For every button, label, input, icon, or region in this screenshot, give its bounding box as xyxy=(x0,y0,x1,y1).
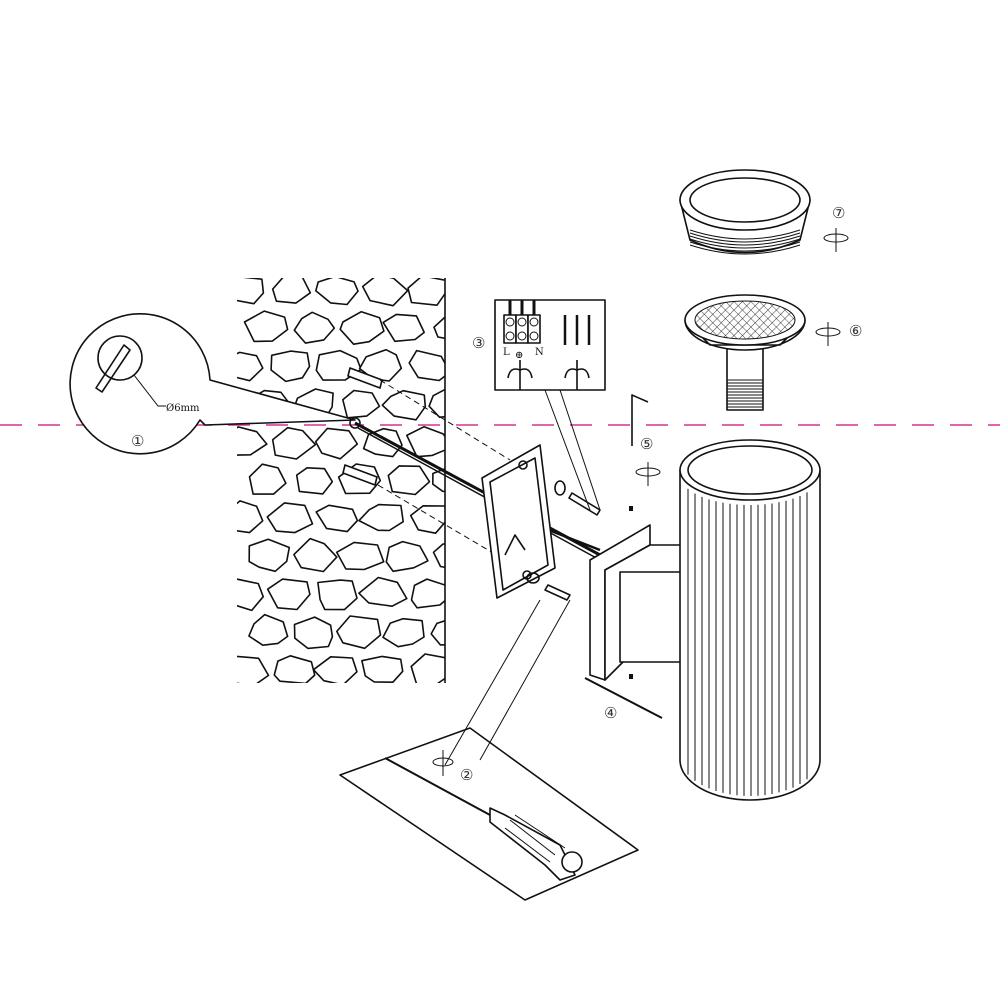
stone xyxy=(293,616,334,650)
drill-bit-icon xyxy=(95,344,131,393)
rotate-icon xyxy=(823,228,849,252)
stone xyxy=(385,540,429,573)
stone xyxy=(273,654,316,683)
stone xyxy=(248,538,291,573)
stone xyxy=(339,310,385,346)
stone xyxy=(237,426,268,456)
screws xyxy=(526,480,601,601)
rotate-icon xyxy=(815,322,841,346)
stone xyxy=(361,278,409,307)
stone xyxy=(237,655,270,683)
lamp-reflector: ⑥ xyxy=(684,294,862,411)
hex-key: ⑤ xyxy=(631,394,661,486)
stone xyxy=(293,311,336,344)
stone xyxy=(382,313,426,343)
step-2-label: ② xyxy=(460,766,473,784)
stone xyxy=(266,578,311,611)
step-4-label: ④ xyxy=(604,704,617,722)
stone xyxy=(335,541,385,571)
stone xyxy=(237,578,265,612)
stone xyxy=(410,653,445,683)
lamp-body xyxy=(679,439,821,801)
stone xyxy=(405,425,445,458)
drill-detail: Ø6mm ① xyxy=(69,313,356,455)
wall-bracket xyxy=(589,506,691,681)
terminal-earth: ⊕ xyxy=(515,350,523,361)
stone xyxy=(237,351,264,382)
tool-panel: ② xyxy=(339,599,639,901)
stone xyxy=(271,426,317,460)
stone xyxy=(248,463,287,495)
terminal-neutral: N xyxy=(535,347,544,358)
wall-anchors xyxy=(342,367,383,486)
stone xyxy=(271,278,312,304)
stone xyxy=(408,349,445,382)
stone xyxy=(293,537,338,573)
stone xyxy=(315,504,359,533)
mounting-plate xyxy=(481,444,556,599)
stone xyxy=(237,500,264,534)
stone xyxy=(314,278,359,306)
stone xyxy=(341,389,381,419)
stone xyxy=(358,576,408,608)
stone xyxy=(362,427,403,458)
stone xyxy=(409,504,445,535)
stone xyxy=(430,619,445,646)
step-3-label: ③ xyxy=(472,334,485,352)
screwdriver-icon xyxy=(384,757,583,881)
stone xyxy=(270,350,311,383)
step-6-label: ⑥ xyxy=(849,322,862,340)
stone xyxy=(335,615,382,650)
stone xyxy=(387,465,431,496)
stone xyxy=(407,278,445,307)
stone xyxy=(317,579,358,611)
step-1-label: ① xyxy=(131,432,144,450)
rotate-icon xyxy=(635,462,661,486)
stone xyxy=(248,613,289,647)
stone xyxy=(237,278,265,305)
wiring-detail: L ⊕ N ③ xyxy=(472,299,606,511)
stone xyxy=(361,655,404,683)
stone xyxy=(358,503,405,532)
stone xyxy=(381,389,427,421)
stone-wall xyxy=(237,278,446,683)
stone xyxy=(382,617,425,648)
stone xyxy=(432,543,445,569)
step-5-label: ⑤ xyxy=(640,435,653,453)
stone xyxy=(312,655,358,683)
stone xyxy=(243,310,289,343)
stone xyxy=(428,388,445,419)
rod xyxy=(584,677,663,719)
stone xyxy=(410,578,445,609)
terminal-live: L xyxy=(503,347,510,358)
stone xyxy=(433,316,445,340)
rotate-icon xyxy=(432,750,454,776)
stone xyxy=(295,466,334,495)
stone xyxy=(266,502,314,534)
lamp-cover: ⑦ xyxy=(679,169,849,255)
drill-size-label: Ø6mm xyxy=(166,403,200,414)
step-7-label: ⑦ xyxy=(832,204,845,222)
stone xyxy=(314,427,359,460)
stone xyxy=(358,348,403,382)
